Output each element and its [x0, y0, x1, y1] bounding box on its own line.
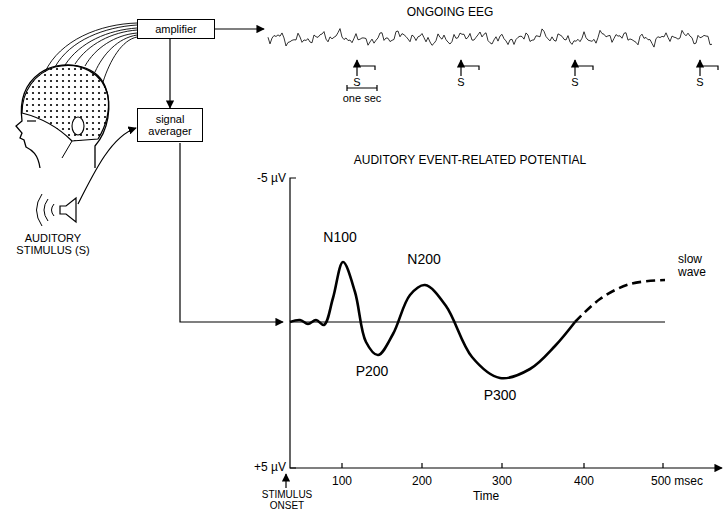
electrode-cap [22, 65, 109, 141]
time-scale-bar [347, 85, 377, 91]
panel-heading: AUDITORY EVENT-RELATED POTENTIAL [354, 154, 587, 167]
tick-label: 100 [332, 475, 352, 488]
erp-waveform [290, 262, 575, 378]
tick-label: 200 [412, 475, 432, 488]
slow-wave-dashed [575, 280, 665, 322]
amplifier-box: amplifier [137, 19, 215, 39]
panel-heading: ONGOING EEG [407, 6, 494, 19]
stimulus-mark: S [571, 76, 578, 88]
trigger-line [78, 128, 136, 204]
signal-arrow [215, 28, 264, 29]
eeg-trace [268, 29, 712, 47]
ear [72, 117, 84, 135]
tick-label: 300 [492, 475, 512, 488]
axis-title: Time [473, 490, 499, 503]
peak-label: N200 [407, 252, 440, 267]
axes [286, 178, 722, 488]
sound-waves [37, 194, 55, 226]
stimulus-mark: S [696, 76, 703, 88]
peak-label: P300 [484, 388, 517, 403]
connector-arrow [169, 39, 170, 108]
chin-strap [62, 141, 72, 158]
tick-label: 400 [574, 475, 594, 488]
component-label: slow wave [678, 253, 722, 279]
peak-label: P200 [356, 364, 389, 379]
axis-label: -5 µV [257, 172, 286, 185]
stimulus-mark: S [353, 76, 360, 88]
head-outline [16, 65, 109, 168]
axis-label: +5 µV [254, 461, 286, 474]
eye [27, 120, 36, 121]
tick-label: 500 msec [651, 475, 703, 488]
peak-label: N100 [323, 230, 356, 245]
onset-label: STIMULUS ONSET [247, 489, 327, 511]
box-label: signal averager [138, 113, 202, 137]
scale-label: one sec [343, 92, 382, 104]
box-label: amplifier [155, 23, 197, 35]
electrode-wires [45, 23, 137, 82]
signal-averager-box: signal averager [137, 108, 203, 142]
speaker [60, 198, 76, 222]
stimulus-label: AUDITORY STIMULUS (S) [3, 232, 103, 256]
output-line [180, 143, 283, 322]
stimulus-mark: S [457, 76, 464, 88]
stimulus-markers [357, 60, 718, 76]
